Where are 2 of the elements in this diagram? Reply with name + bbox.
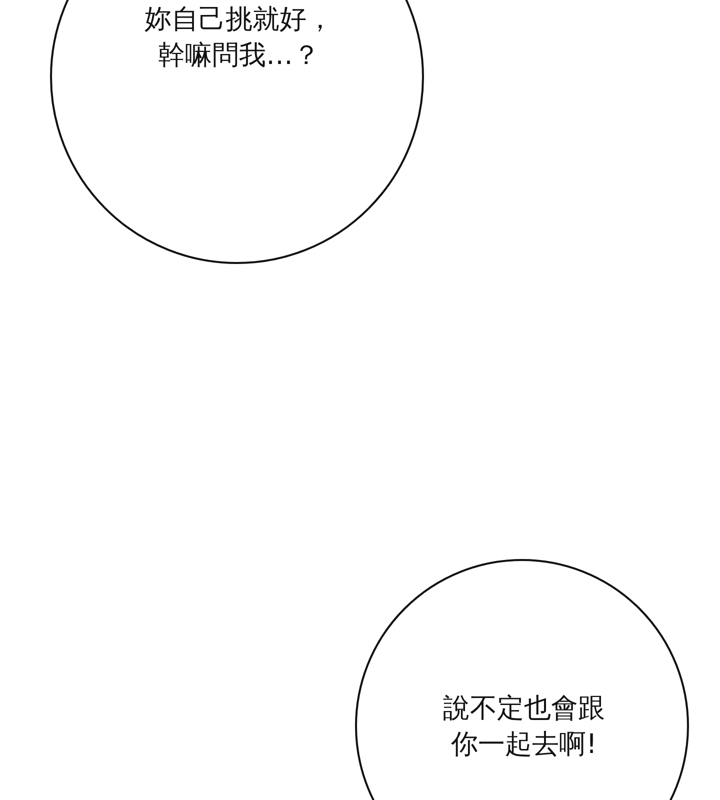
speech-text: 說不定也會跟你一起去啊! (442, 692, 606, 762)
speech-text: 妳自己挑就好，幹嘛問我…？ (144, 3, 334, 73)
